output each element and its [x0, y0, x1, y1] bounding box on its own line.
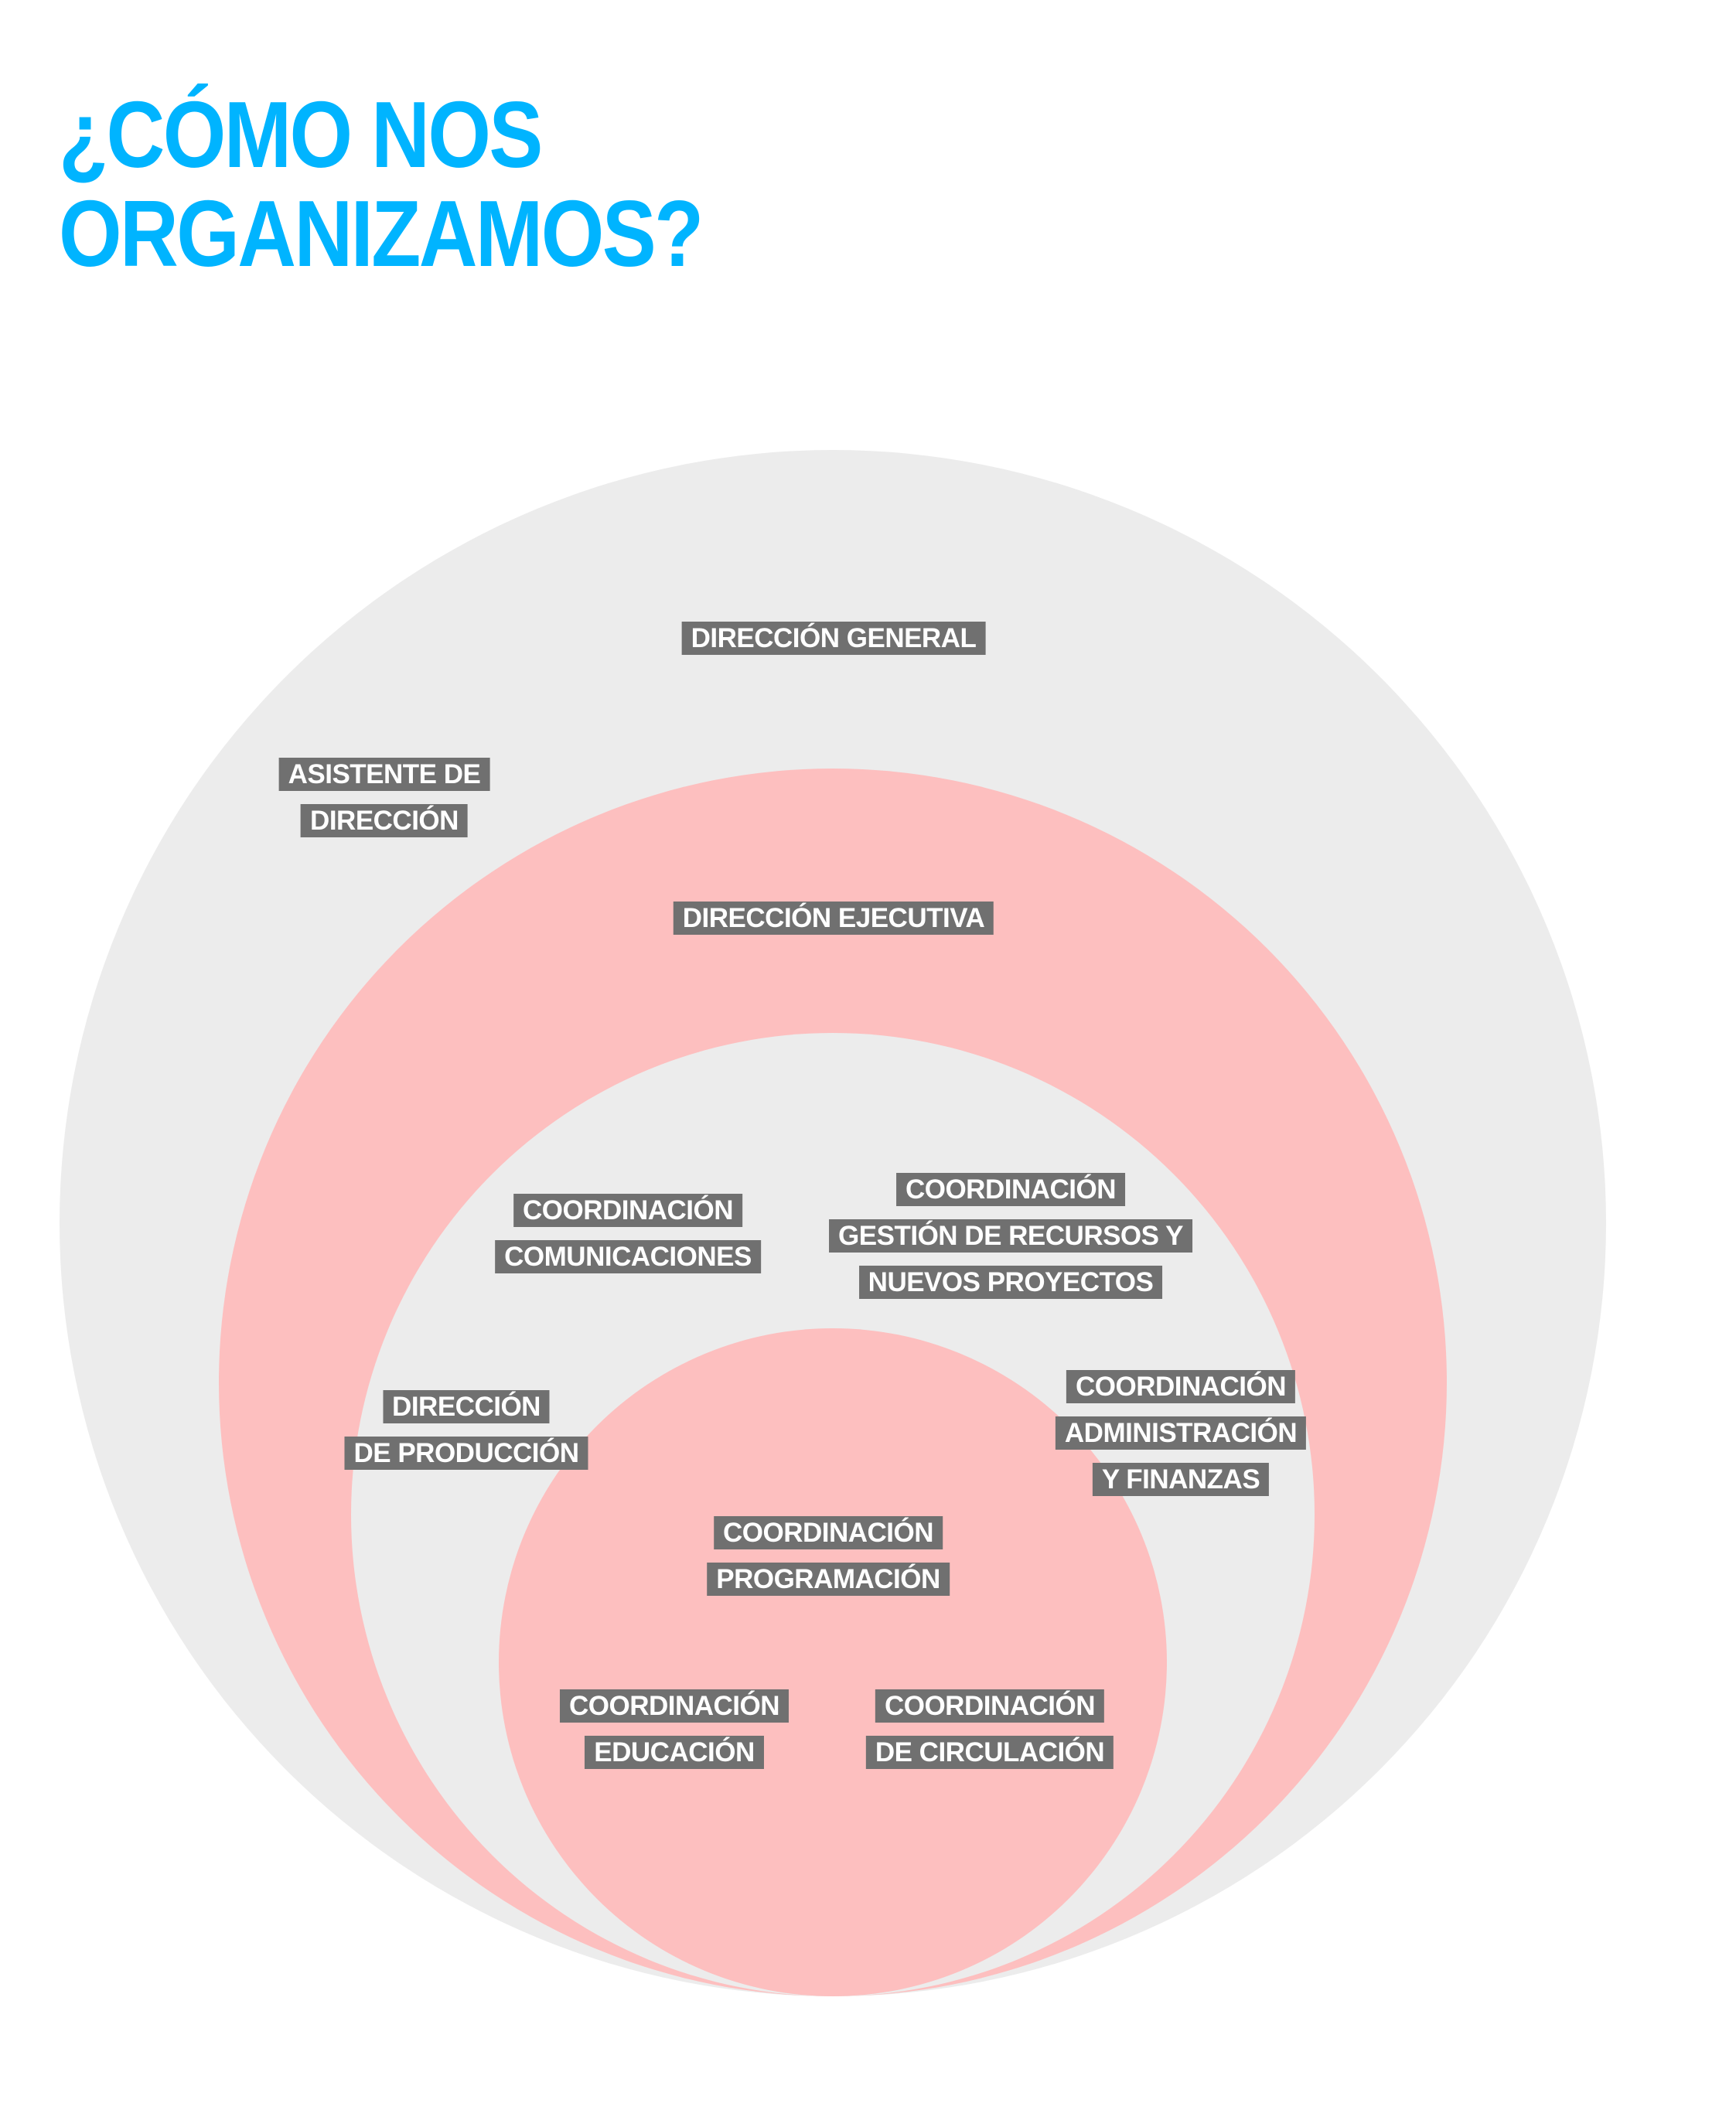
- label-asistente-direccion: ASISTENTE DE DIRECCIÓN: [278, 754, 490, 847]
- label-line: COORDINACIÓN: [713, 1516, 943, 1549]
- label-coordinacion-educacion: COORDINACIÓN EDUCACIÓN: [559, 1685, 790, 1778]
- label-line: COORDINACIÓN: [895, 1173, 1126, 1206]
- label-line: DE CIRCULACIÓN: [865, 1736, 1114, 1769]
- label-line: COORDINACIÓN: [559, 1689, 790, 1723]
- label-line: GESTIÓN DE RECURSOS Y: [829, 1219, 1192, 1253]
- label-direccion-produccion: DIRECCIÓN DE PRODUCCIÓN: [344, 1386, 588, 1479]
- label-line: DIRECCIÓN: [301, 804, 468, 837]
- label-line: COMUNICACIONES: [495, 1240, 761, 1273]
- label-line: DE PRODUCCIÓN: [344, 1437, 588, 1470]
- label-coordinacion-circulacion: COORDINACIÓN DE CIRCULACIÓN: [865, 1685, 1114, 1778]
- label-coordinacion-comunicaciones: COORDINACIÓN COMUNICACIONES: [495, 1190, 761, 1283]
- circle-programacion: [499, 1328, 1167, 1996]
- label-coordinacion-gestion: COORDINACIÓN GESTIÓN DE RECURSOS Y NUEVO…: [829, 1169, 1192, 1308]
- label-line: ASISTENTE DE: [278, 758, 490, 791]
- label-direccion-general: DIRECCIÓN GENERAL: [681, 618, 986, 664]
- page-title: ¿CÓMO NOS ORGANIZAMOS?: [59, 82, 704, 286]
- label-line: ADMINISTRACIÓN: [1055, 1416, 1307, 1450]
- label-line: COORDINACIÓN: [1066, 1370, 1296, 1403]
- label-line: DIRECCIÓN: [383, 1390, 550, 1423]
- label-line: COORDINACIÓN: [875, 1689, 1105, 1723]
- label-direccion-ejecutiva: DIRECCIÓN EJECUTIVA: [673, 898, 994, 944]
- title-line-1: ¿CÓMO NOS: [59, 82, 543, 187]
- title-line-2: ORGANIZAMOS?: [59, 181, 704, 286]
- label-line: EDUCACIÓN: [585, 1736, 764, 1769]
- label-line: DIRECCIÓN EJECUTIVA: [673, 902, 994, 935]
- label-line: DIRECCIÓN GENERAL: [681, 622, 986, 655]
- label-line: COORDINACIÓN: [513, 1194, 743, 1227]
- label-line: NUEVOS PROYECTOS: [858, 1266, 1163, 1299]
- label-coordinacion-administracion: COORDINACIÓN ADMINISTRACIÓN Y FINANZAS: [1055, 1366, 1307, 1505]
- label-line: Y FINANZAS: [1092, 1463, 1270, 1496]
- label-line: PROGRAMACIÓN: [707, 1563, 950, 1596]
- label-coordinacion-programacion: COORDINACIÓN PROGRAMACIÓN: [707, 1512, 950, 1605]
